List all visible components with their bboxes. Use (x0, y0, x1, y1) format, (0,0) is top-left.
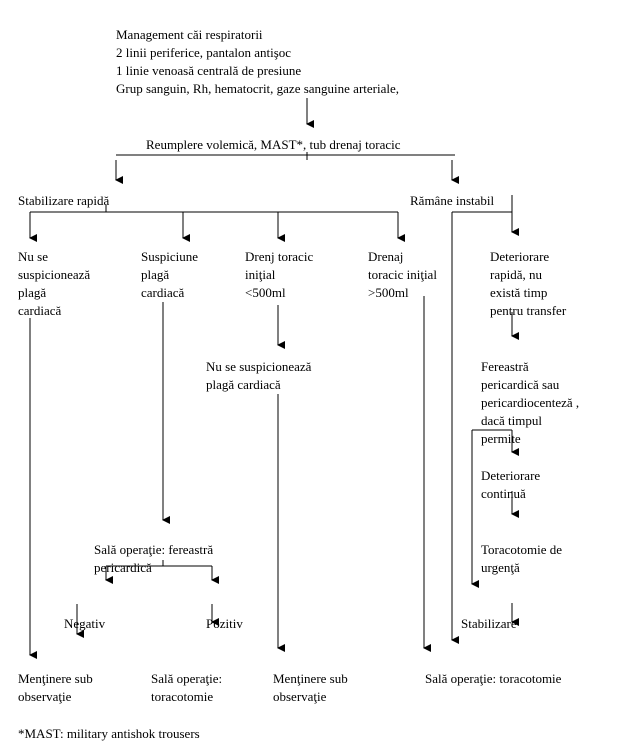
unstable-label: Rămâne instabil (410, 193, 495, 208)
c5-line-2: rapidă, nu (490, 267, 542, 282)
b3-line-1: Menţinere sub (273, 671, 348, 686)
c5-line-3: există timp (490, 285, 548, 300)
fereastra-line-1: Fereastră (481, 359, 529, 374)
b1-line-2: observaţie (18, 689, 72, 704)
fereastra-line-5: permite (481, 431, 521, 446)
deteriorare-line-1: Deteriorare (481, 468, 541, 483)
toracotomie-urgenta-line-1: Toracotomie de (481, 542, 563, 557)
c3-line-1: Drenj toracic (245, 249, 314, 264)
c3-line-2: iniţial (245, 267, 276, 282)
stable-label: Stabilizare rapidă (18, 193, 110, 208)
c4-line-3: >500ml (368, 285, 409, 300)
pozitiv-label: Pozitiv (206, 616, 243, 631)
fereastra-line-2: pericardică sau (481, 377, 560, 392)
footnote: *MAST: military antishok trousers (18, 726, 200, 741)
c5-line-1: Deteriorare (490, 249, 550, 264)
c1-line-4: cardiacă (18, 303, 62, 318)
c3-line-3: <500ml (245, 285, 286, 300)
b2-line-1: Sală operaţie: (151, 671, 223, 686)
c2-line-1: Suspiciune (141, 249, 199, 264)
b1-line-1: Menţinere sub (18, 671, 93, 686)
toracotomie-urgenta-line-2: urgenţă (481, 560, 520, 575)
c4-line-1: Drenaj (368, 249, 404, 264)
c2-line-2: plagă (141, 267, 170, 282)
header-line-4: Grup sanguin, Rh, hematocrit, gaze sangu… (116, 81, 400, 96)
sala-line-2: pericardică (94, 560, 152, 575)
b4-label: Sală operaţie: toracotomie (425, 671, 562, 686)
header-line-1: Management căi respiratorii (116, 27, 263, 42)
c1-line-2: suspicionează (18, 267, 91, 282)
b3-line-2: observaţie (273, 689, 327, 704)
stabilizare-label: Stabilizare (461, 616, 517, 631)
header-line-3: 1 linie venoasă centrală de presiune (116, 63, 302, 78)
c4-line-2: toracic iniţial (368, 267, 437, 282)
negativ-label: Negativ (64, 616, 106, 631)
step2-label: Reumplere volemică, MAST*, tub drenaj to… (146, 137, 401, 152)
c5-line-4: pentru transfer (490, 303, 567, 318)
mid-line-1: Nu se suspicionează (206, 359, 312, 374)
sala-line-1: Sală operaţie: fereastră (94, 542, 214, 557)
fereastra-line-4: dacă timpul (481, 413, 543, 428)
c2-line-3: cardiacă (141, 285, 185, 300)
deteriorare-line-2: continuă (481, 486, 526, 501)
fereastra-line-3: pericardiocenteză , (481, 395, 580, 410)
mid-line-2: plagă cardiacă (206, 377, 281, 392)
b2-line-2: toracotomie (151, 689, 214, 704)
c1-line-3: plagă (18, 285, 47, 300)
c1-line-1: Nu se (18, 249, 48, 264)
header-line-2: 2 linii periferice, pantalon antişoc (116, 45, 292, 60)
